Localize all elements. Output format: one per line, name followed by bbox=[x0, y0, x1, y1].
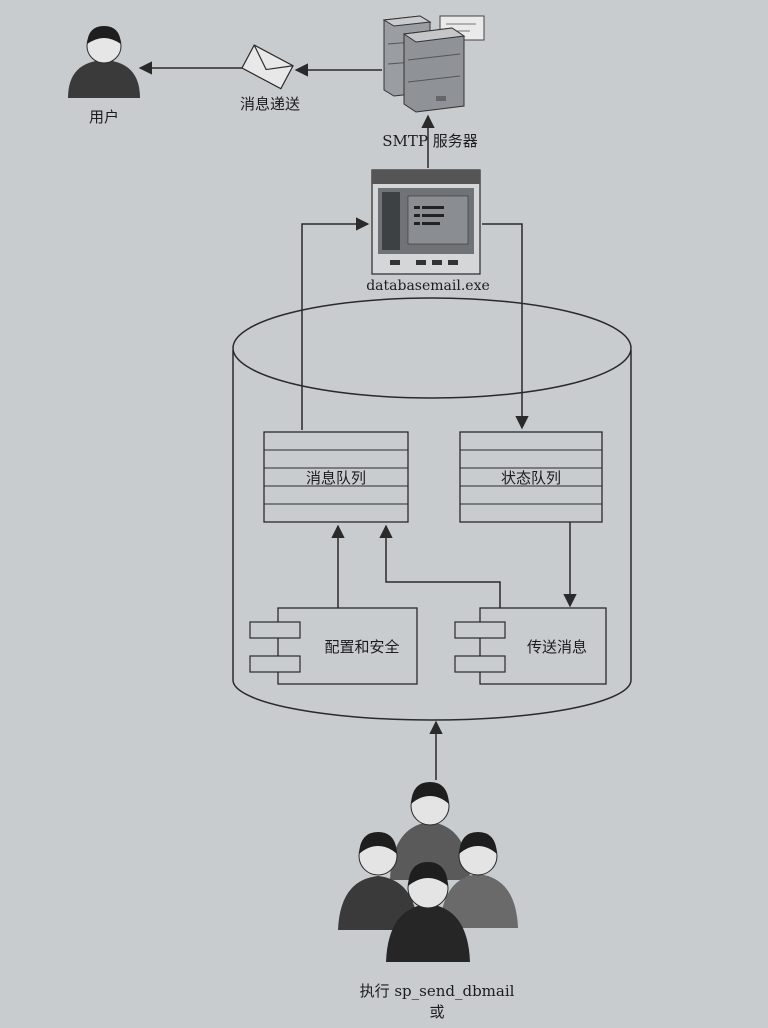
status-queue-label: 状态队列 bbox=[501, 469, 561, 487]
arrow-message-queue-to-exe bbox=[301, 217, 370, 430]
config-security-label: 配置和安全 bbox=[324, 638, 399, 656]
status-queue bbox=[459, 431, 603, 523]
component-icon bbox=[249, 607, 418, 685]
user-icon bbox=[68, 26, 140, 98]
send-message-label: 传送消息 bbox=[527, 638, 587, 656]
exe-label: databasemail.exe bbox=[366, 278, 490, 294]
envelope-icon bbox=[241, 44, 294, 90]
server-icon bbox=[382, 15, 485, 113]
arrow-exe-to-status-queue bbox=[482, 223, 529, 430]
caller-label-line1: 执行 sp_send_dbmail bbox=[360, 982, 515, 1000]
smtp-server-label: SMTP 服务器 bbox=[382, 132, 478, 150]
database-cylinder bbox=[232, 297, 632, 721]
delivery-label: 消息递送 bbox=[240, 95, 300, 113]
user-group-icon bbox=[338, 782, 518, 962]
arrow-send-to-message-queue bbox=[379, 524, 501, 608]
message-queue-label: 消息队列 bbox=[306, 469, 366, 487]
application-window-icon bbox=[371, 169, 481, 275]
component-icon bbox=[454, 607, 607, 685]
caller-label-line2: 或 bbox=[429, 1003, 444, 1021]
user-label: 用户 bbox=[89, 108, 119, 126]
message-queue bbox=[263, 431, 409, 523]
